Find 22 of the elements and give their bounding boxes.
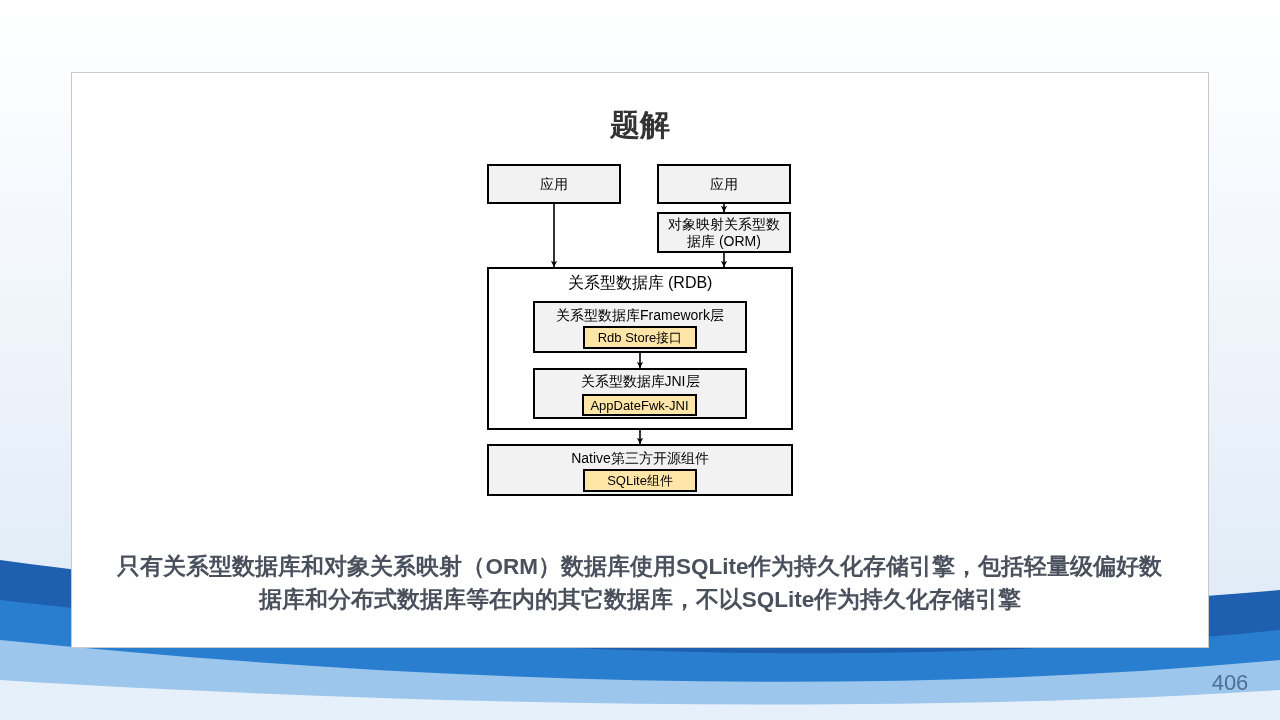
arrow	[720, 203, 728, 213]
box-heading: 关系型数据库JNI层	[579, 373, 701, 391]
rdb-box	[487, 267, 793, 430]
component-box	[487, 444, 793, 496]
arrow	[636, 352, 644, 369]
slide-title: 题解	[609, 107, 671, 143]
app-box: 应用	[657, 164, 791, 204]
interface-box: Rdb Store接口	[583, 326, 697, 349]
page-number: 406	[1210, 670, 1250, 696]
box-heading: 关系型数据库Framework层	[555, 307, 725, 325]
box-heading: Native第三方开源组件	[570, 450, 710, 468]
component-box: SQLite组件	[583, 469, 697, 492]
box-heading: 关系型数据库 (RDB)	[566, 273, 714, 293]
layer-box	[533, 301, 747, 353]
orm-box: 对象映射关系型数据库 (ORM)	[657, 212, 791, 253]
layer-box	[533, 368, 747, 419]
arrow	[720, 252, 728, 268]
arrow	[550, 203, 558, 268]
interface-box: AppDateFwk-JNI	[582, 394, 697, 416]
arrow	[636, 429, 644, 445]
app-box: 应用	[487, 164, 621, 204]
caption-text: 只有关系型数据库和对象关系映射（ORM）数据库使用SQLite作为持久化存储引擎，包括轻量级偏好数据库和分布式数据库等在内的其它数据库，不以SQLite作为持久化存储引擎	[116, 553, 1164, 614]
